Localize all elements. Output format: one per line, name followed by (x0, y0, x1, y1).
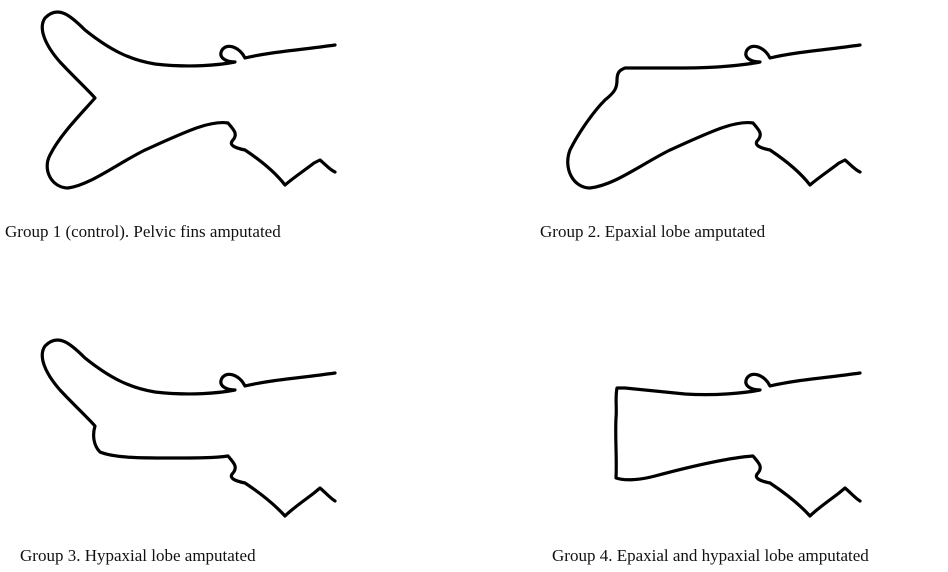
caption-group-3: Group 3. Hypaxial lobe amputated (20, 546, 256, 566)
caption-group-4: Group 4. Epaxial and hypaxial lobe amput… (552, 546, 869, 566)
tail-outline-epaxial-lobe-removed-icon (525, 0, 865, 200)
tail-outline-complete-fork-icon (0, 0, 340, 200)
caption-group-2: Group 2. Epaxial lobe amputated (540, 222, 765, 242)
caption-group-1: Group 1 (control). Pelvic fins amputated (5, 222, 281, 242)
tail-outline-hypaxial-lobe-removed-icon (0, 318, 340, 518)
tail-outline-both-lobes-removed-icon (525, 318, 865, 518)
